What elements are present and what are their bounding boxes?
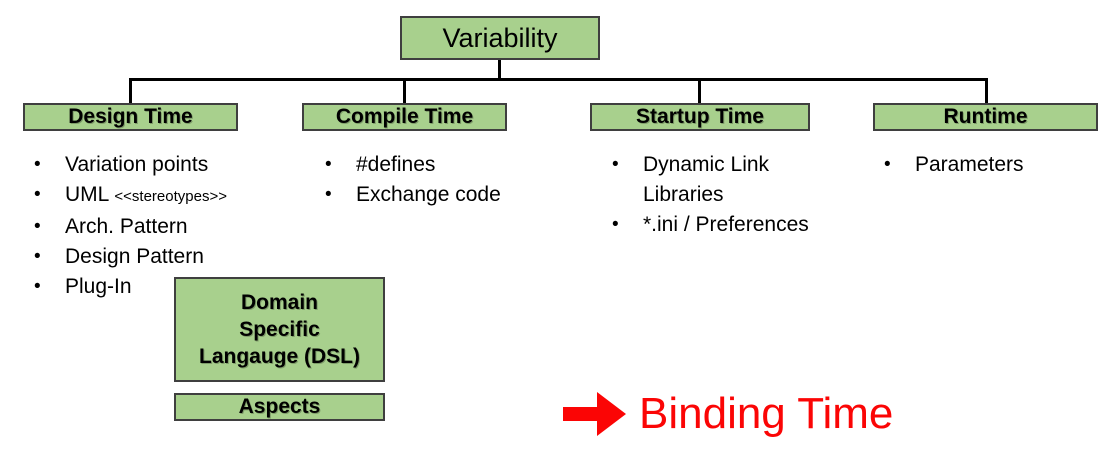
bullet-icon: • <box>884 154 891 175</box>
startup-time-list: • Dynamic Link Libraries • *.ini / Prefe… <box>612 150 822 240</box>
dsl-box: Domain Specific Langauge (DSL) <box>174 277 385 382</box>
dsl-box-line: Specific <box>239 318 320 341</box>
list-item: • Design Pattern <box>34 242 284 272</box>
list-item: • Arch. Pattern <box>34 212 284 242</box>
header-box-design-time: Design Time <box>23 103 238 131</box>
list-item-text: Arch. Pattern <box>65 215 188 238</box>
header-box-startup-time: Startup Time <box>590 103 810 131</box>
list-item: • Exchange code <box>325 180 545 210</box>
list-item: • UML <<stereotypes>> <box>34 180 284 212</box>
aspects-box: Aspects <box>174 393 385 421</box>
list-item-text: Design Pattern <box>65 245 204 268</box>
root-box-variability: Variability <box>400 16 600 60</box>
header-box-runtime: Runtime <box>873 103 1098 131</box>
connector-drop-startup-time <box>698 78 701 103</box>
root-box-label: Variability <box>442 22 558 53</box>
bullet-icon: • <box>612 214 619 235</box>
list-item-text: Parameters <box>915 153 1024 176</box>
stereotypes-note: <<stereotypes>> <box>114 188 227 205</box>
list-item: • Variation points <box>34 150 284 180</box>
connector-drop-design-time <box>129 78 132 103</box>
list-item-text: Plug-In <box>65 275 132 298</box>
list-item-text: *.ini / Preferences <box>643 213 809 236</box>
bullet-icon: • <box>612 154 619 175</box>
binding-time-label: Binding Time <box>639 389 894 438</box>
connector-drop-compile-time <box>403 78 406 103</box>
aspects-box-label: Aspects <box>238 395 321 418</box>
runtime-list: • Parameters <box>884 150 1104 180</box>
list-item-text: Dynamic Link Libraries <box>643 153 770 206</box>
bullet-icon: • <box>325 154 332 175</box>
dsl-box-line: Langauge (DSL) <box>199 345 360 368</box>
bullet-icon: • <box>34 184 41 205</box>
connector-root-stem <box>498 60 501 80</box>
bullet-icon: • <box>34 216 41 237</box>
right-arrow-icon <box>563 392 626 436</box>
header-label-startup-time: Startup Time <box>636 105 764 128</box>
list-item: • Dynamic Link Libraries <box>612 150 822 210</box>
design-time-list: • Variation points • UML <<stereotypes>>… <box>34 150 284 302</box>
list-item: • #defines <box>325 150 545 180</box>
compile-time-list: • #defines • Exchange code <box>325 150 545 210</box>
header-label-design-time: Design Time <box>68 105 193 128</box>
connector-drop-runtime <box>985 78 988 103</box>
binding-time-annotation: Binding Time <box>563 386 893 442</box>
dsl-box-line: Domain <box>240 291 318 314</box>
bullet-icon: • <box>34 154 41 175</box>
list-item-text: #defines <box>356 153 436 176</box>
header-box-compile-time: Compile Time <box>302 103 507 131</box>
bullet-icon: • <box>34 246 41 267</box>
list-item: • Parameters <box>884 150 1104 180</box>
header-label-runtime: Runtime <box>943 105 1028 128</box>
list-item-text: Variation points <box>65 153 209 176</box>
header-label-compile-time: Compile Time <box>335 105 474 128</box>
list-item: • Plug-In <box>34 272 284 302</box>
list-item: • *.ini / Preferences <box>612 210 822 240</box>
bullet-icon: • <box>325 184 332 205</box>
list-item-text: UML <<stereotypes>> <box>65 183 227 206</box>
bullet-icon: • <box>34 276 41 297</box>
list-item-text: Exchange code <box>356 183 501 206</box>
connector-horizontal-bar <box>129 78 988 81</box>
